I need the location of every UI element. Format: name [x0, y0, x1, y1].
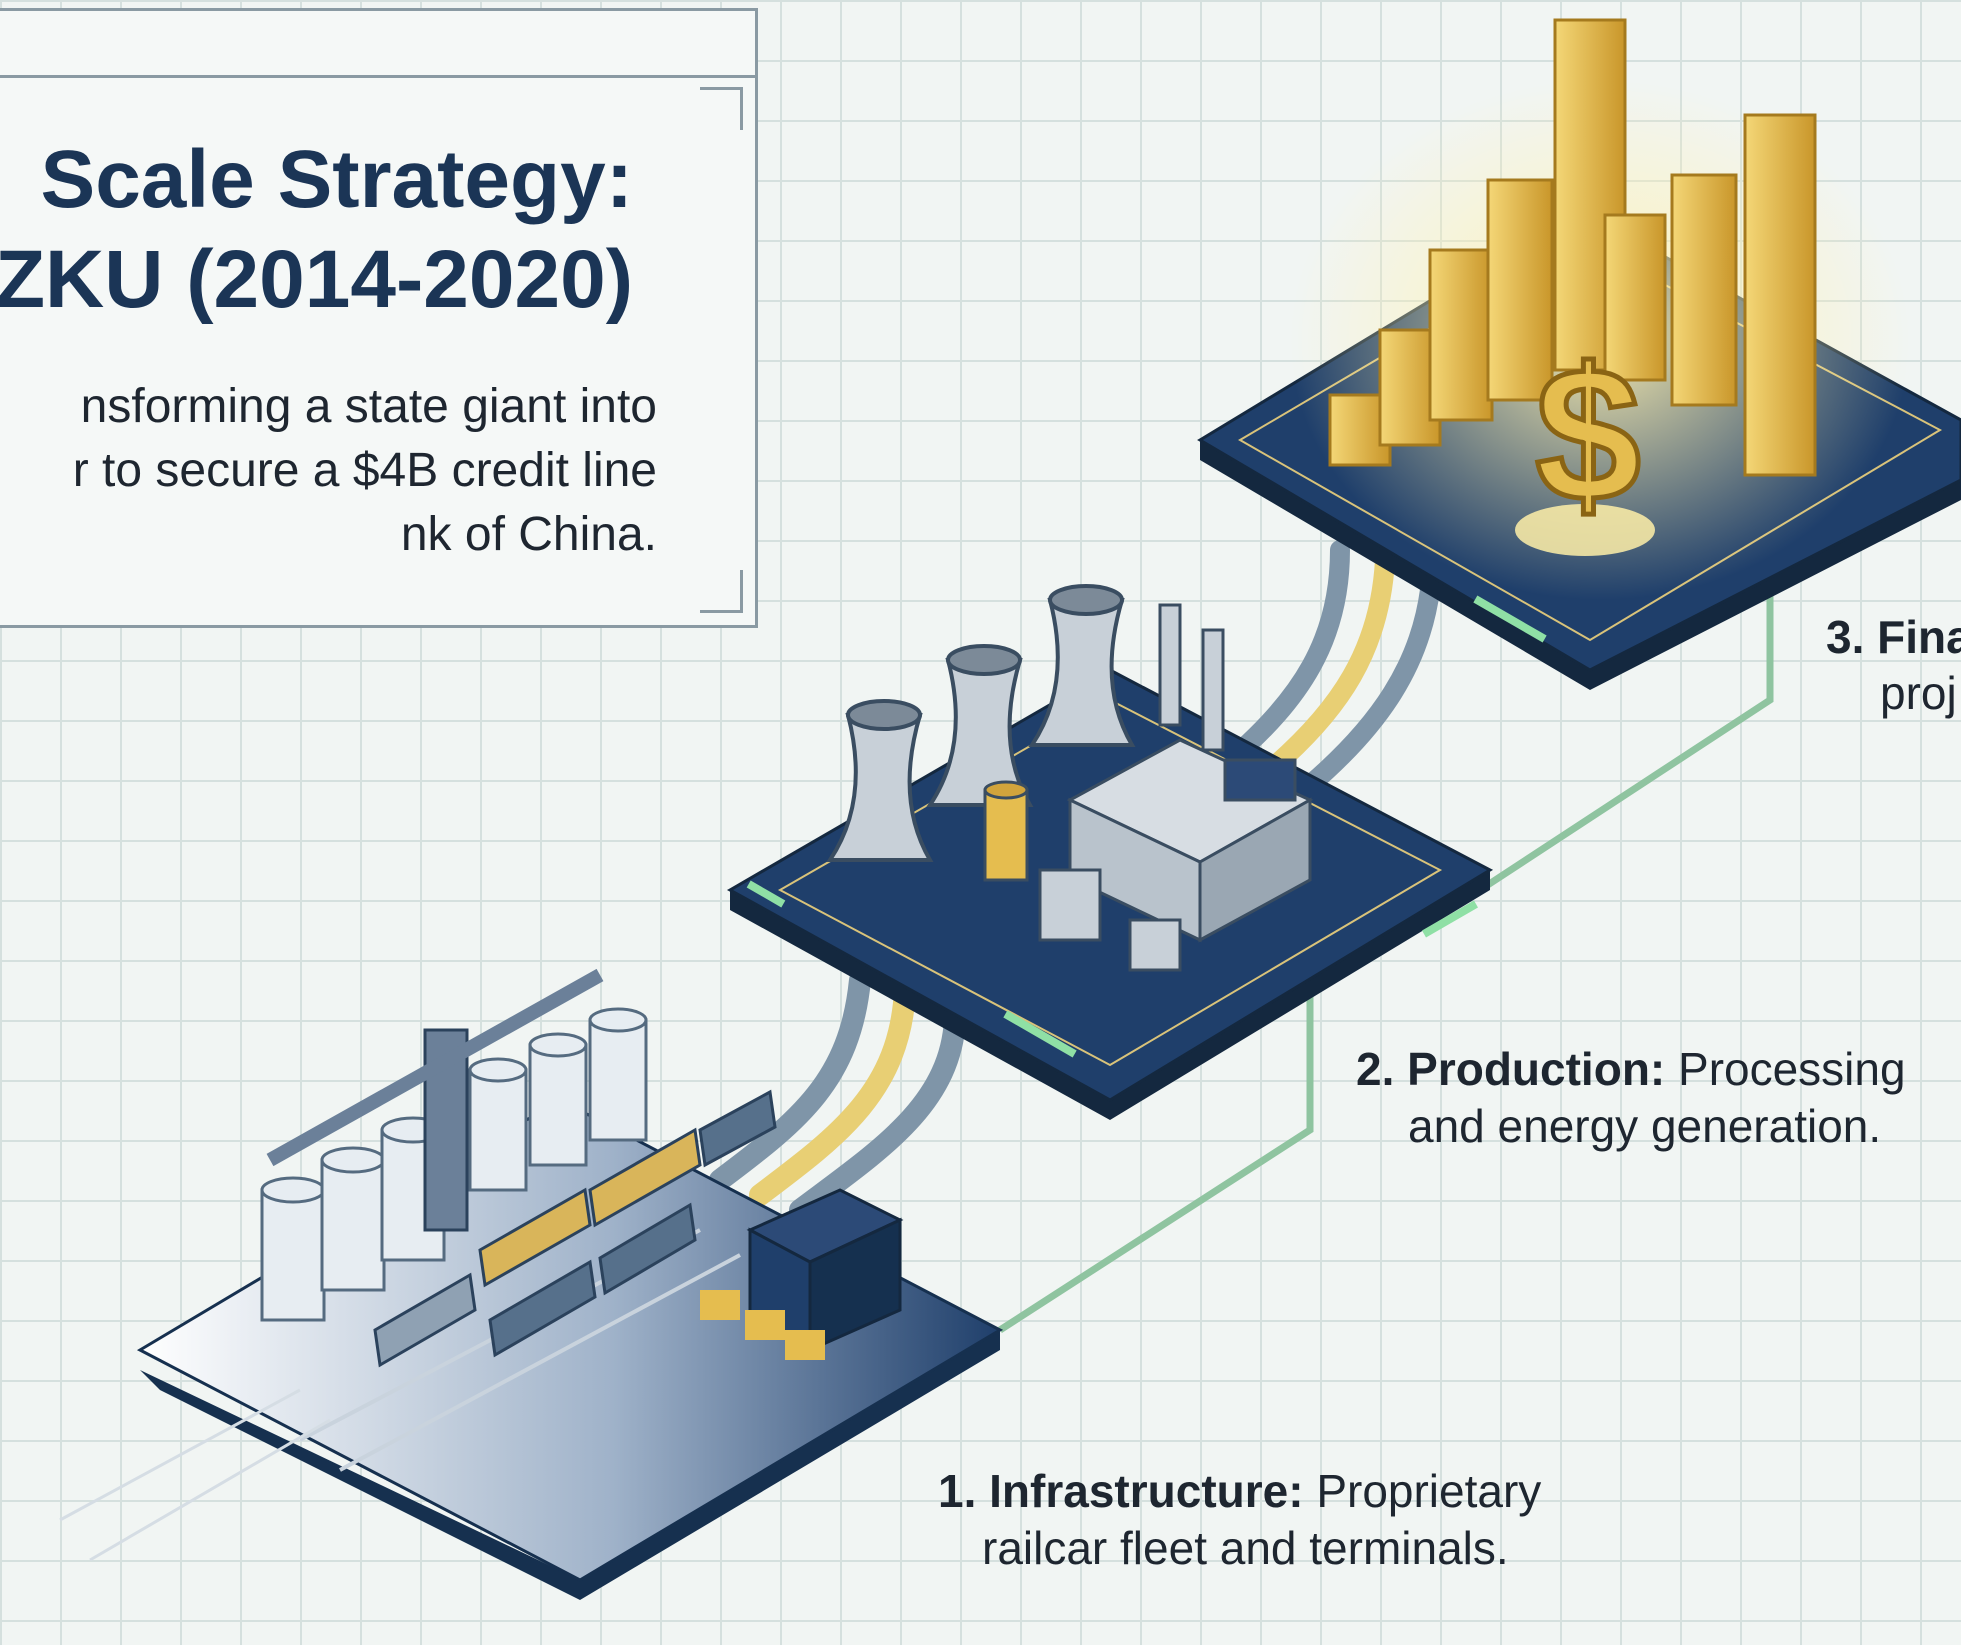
- smokestacks: [1158, 603, 1225, 752]
- description-line-3: nk of China.: [400, 508, 657, 561]
- step-1-label: 1. Infrastructure: Proprietary: [938, 1468, 1541, 1514]
- step-3-label: 3. Fina: [1826, 614, 1961, 660]
- finance-platform: $: [1197, 18, 1961, 690]
- title-line-1: Scale Strategy:: [40, 134, 634, 225]
- step-2-number: 2.: [1356, 1043, 1395, 1095]
- panel-corner-bracket: [700, 87, 743, 130]
- step-3-text-line-2: proj: [1880, 667, 1957, 719]
- railcar-fleet: [373, 1089, 777, 1368]
- panel-corner-bracket: [700, 570, 743, 613]
- step-2-label: 2. Production: Processing: [1356, 1046, 1906, 1092]
- title-line-2: ZKU (2014-2020): [0, 234, 633, 325]
- step-1-text: Proprietary: [1303, 1465, 1542, 1517]
- terminal-building: [700, 1188, 904, 1360]
- production-platform: [726, 584, 1494, 1120]
- description-line-1: nsforming a state giant into: [80, 380, 657, 433]
- infrastructure-platform: [59, 968, 1004, 1600]
- cooling-towers: [826, 584, 1136, 862]
- title-panel: Scale Strategy: ZKU (2014-2020) nsformin…: [0, 8, 758, 628]
- pipes-upper: [1220, 540, 1440, 795]
- pipes-lower: [709, 969, 966, 1221]
- dollar-sign-icon: $: [1535, 329, 1641, 541]
- step-1-number: 1.: [938, 1465, 977, 1517]
- growth-bar-chart: [1328, 18, 1817, 477]
- step-2-text-line-2: and energy generation.: [1408, 1100, 1882, 1152]
- factory-building: [983, 738, 1314, 972]
- step-2-name: Production:: [1407, 1043, 1666, 1095]
- step-2-text: Processing: [1665, 1043, 1906, 1095]
- panel-divider: [0, 75, 755, 78]
- description-line-2: r to secure a $4B credit line: [72, 444, 657, 497]
- connector-line-1: [998, 985, 1314, 1333]
- step-3-number: 3.: [1826, 611, 1865, 663]
- connector-line-2: [1478, 565, 1774, 893]
- step-1-text-line-2: railcar fleet and terminals.: [982, 1522, 1509, 1574]
- step-3-name: Fina: [1877, 611, 1961, 663]
- step-1-name: Infrastructure:: [989, 1465, 1304, 1517]
